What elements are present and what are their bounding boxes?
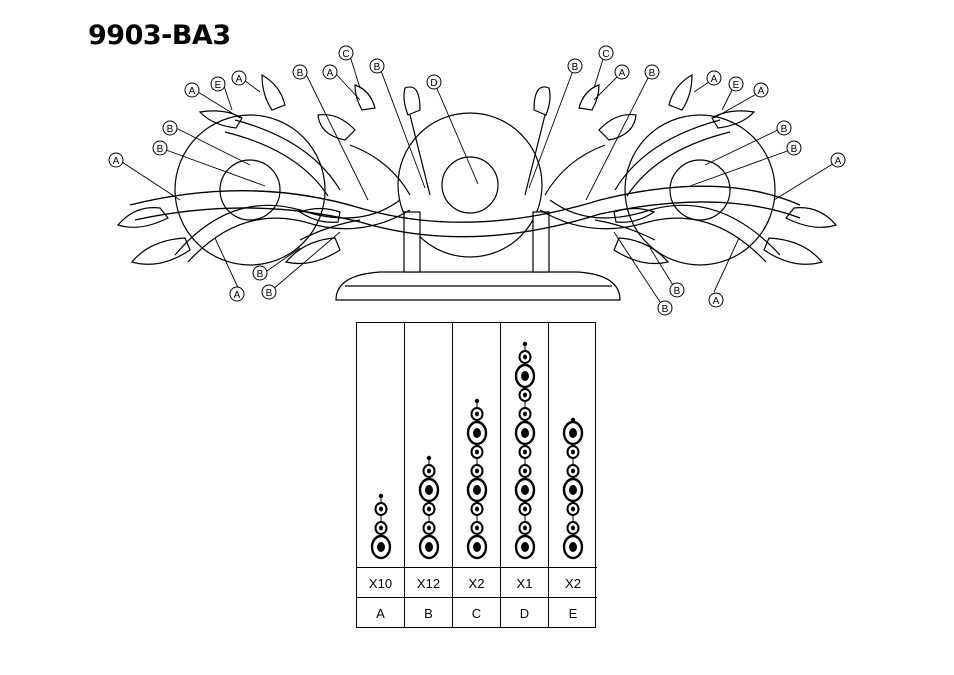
svg-text:D: D <box>430 78 437 89</box>
svg-text:B: B <box>257 269 264 280</box>
callout-B: B <box>292 64 308 80</box>
callout-A: A <box>708 292 724 308</box>
parts-table: X10 A X12 B X2 C X1 D X2 E <box>356 322 597 628</box>
part-column-a: X10 A <box>357 323 405 627</box>
callout-B: B <box>261 284 277 300</box>
svg-text:B: B <box>649 68 656 79</box>
callout-A: A <box>614 64 630 80</box>
part-letter: D <box>501 597 548 628</box>
callout-B: B <box>252 265 268 281</box>
callout-B: B <box>162 120 178 136</box>
callout-C: C <box>598 45 614 61</box>
svg-text:B: B <box>297 68 304 79</box>
callout-B: B <box>567 58 583 74</box>
svg-text:A: A <box>711 74 718 85</box>
svg-text:A: A <box>236 74 243 85</box>
callout-B: B <box>152 140 168 156</box>
callout-C: C <box>338 45 354 61</box>
svg-text:B: B <box>374 62 381 73</box>
callout-B: B <box>786 140 802 156</box>
part-quantity: X10 <box>357 567 404 598</box>
callout-B: B <box>776 120 792 136</box>
callout-A: A <box>706 70 722 86</box>
crystal-chain-c-icon <box>466 398 488 560</box>
part-letter: B <box>405 597 452 628</box>
callout-E: E <box>728 76 744 92</box>
svg-text:A: A <box>835 156 842 167</box>
callout-A: A <box>184 82 200 98</box>
crystal-chain-e-icon <box>562 417 584 560</box>
right-post <box>532 211 550 273</box>
crystal-chain-b-icon <box>418 455 440 560</box>
part-quantity: X2 <box>549 567 597 598</box>
callout-A: A <box>830 152 846 168</box>
callout-A: A <box>108 152 124 168</box>
svg-text:E: E <box>733 80 740 91</box>
left-disc <box>174 114 326 266</box>
svg-text:B: B <box>157 144 164 155</box>
callout-B: B <box>657 300 673 316</box>
svg-text:E: E <box>215 80 222 91</box>
part-quantity: X2 <box>453 567 500 598</box>
part-letter: C <box>453 597 500 628</box>
right-disc <box>624 114 776 266</box>
part-letter: A <box>357 597 404 628</box>
svg-text:A: A <box>189 86 196 97</box>
svg-text:A: A <box>713 296 720 307</box>
svg-text:A: A <box>758 86 765 97</box>
part-letter: E <box>549 597 597 628</box>
callout-A: A <box>231 70 247 86</box>
svg-text:B: B <box>572 62 579 73</box>
part-column-c: X2 C <box>453 323 501 627</box>
svg-text:A: A <box>619 68 626 79</box>
svg-text:A: A <box>113 156 120 167</box>
callout-D: D <box>426 74 442 90</box>
crystal-chain-d-icon <box>514 341 536 560</box>
callout-A: A <box>322 64 338 80</box>
part-column-d: X1 D <box>501 323 549 627</box>
part-column-e: X2 E <box>549 323 597 627</box>
callout-A: A <box>753 82 769 98</box>
svg-text:C: C <box>342 49 349 60</box>
svg-text:B: B <box>674 286 681 297</box>
part-quantity: X1 <box>501 567 548 598</box>
part-quantity: X12 <box>405 567 452 598</box>
callout-B: B <box>669 282 685 298</box>
svg-text:B: B <box>662 304 669 315</box>
svg-text:A: A <box>234 290 241 301</box>
callout-A: A <box>229 286 245 302</box>
svg-text:B: B <box>781 124 788 135</box>
callout-B: B <box>644 64 660 80</box>
svg-text:C: C <box>602 49 609 60</box>
callout-E: E <box>210 76 226 92</box>
left-post <box>403 211 421 273</box>
crystal-chain-a-icon <box>370 493 392 560</box>
svg-text:B: B <box>167 124 174 135</box>
svg-text:A: A <box>327 68 334 79</box>
svg-text:B: B <box>791 144 798 155</box>
model-number-title: 9903-BA3 <box>88 20 231 51</box>
callout-B: B <box>369 58 385 74</box>
part-column-b: X12 B <box>405 323 453 627</box>
center-disc <box>397 112 543 258</box>
svg-text:B: B <box>266 288 273 299</box>
